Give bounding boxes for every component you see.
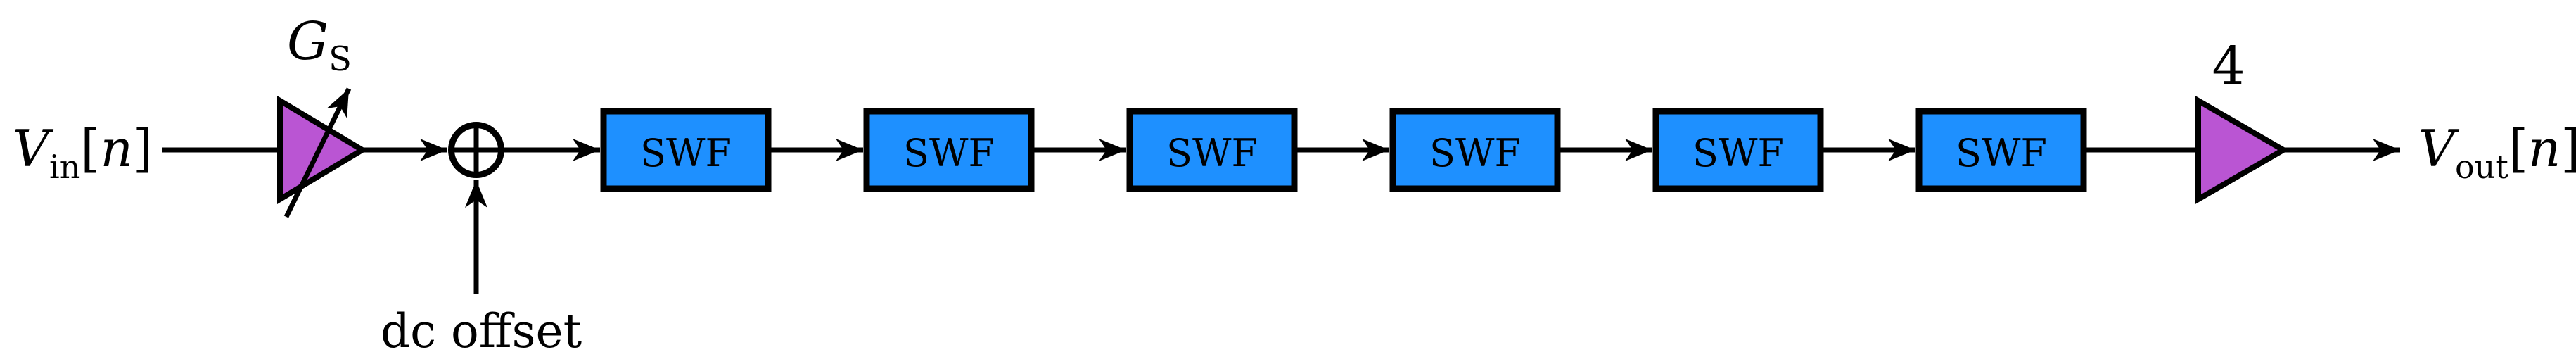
input-gain-subscript: S <box>329 39 352 79</box>
output-signal-base: V <box>2418 119 2460 178</box>
input-open-bracket: [ <box>80 119 100 178</box>
swf-block-label: SWF <box>1429 131 1521 175</box>
input-amplifier: GS <box>277 11 368 218</box>
amplifier-triangle-icon <box>2195 96 2289 204</box>
output-signal-subscript: out <box>2455 148 2508 186</box>
variable-gain-arrow-icon <box>283 87 352 218</box>
swf-block-5: SWF <box>1652 108 1824 192</box>
input-signal-label: Vin[n] <box>13 119 153 186</box>
swf-block-label: SWF <box>903 131 995 175</box>
swf-block-label: SWF <box>1956 131 2047 175</box>
output-amplifier: 4 <box>2195 36 2289 204</box>
swf-block-3: SWF <box>1126 108 1298 192</box>
input-index: n <box>100 119 132 178</box>
summing-junction: dc offset <box>381 122 600 358</box>
input-signal-base: V <box>13 119 54 178</box>
swf-block-label: SWF <box>1166 131 1258 175</box>
swf-block-1: SWF <box>600 108 772 192</box>
swf-block-rect <box>1915 108 2087 192</box>
dc-offset-label: dc offset <box>381 304 582 358</box>
swf-block-6: SWF <box>1915 108 2087 192</box>
output-signal-label: Vout[n] <box>2418 119 2576 186</box>
swf-block-2: SWF <box>863 108 1035 192</box>
swf-block-rect <box>1126 108 1298 192</box>
input-gain-label: GS <box>287 11 352 79</box>
input-close-bracket: ] <box>133 119 153 178</box>
swf-block-label: SWF <box>1692 131 1784 175</box>
swf-block-label: SWF <box>640 131 732 175</box>
output-gain-label: 4 <box>2212 36 2245 96</box>
input-gain-base: G <box>287 11 329 72</box>
output-close-bracket: ] <box>2561 119 2576 178</box>
swf-block-4: SWF <box>1389 108 1561 192</box>
output-open-bracket: [ <box>2508 119 2528 178</box>
input-signal-subscript: in <box>49 148 80 186</box>
output-index: n <box>2528 119 2561 178</box>
swf-block-rect <box>1652 108 1824 192</box>
